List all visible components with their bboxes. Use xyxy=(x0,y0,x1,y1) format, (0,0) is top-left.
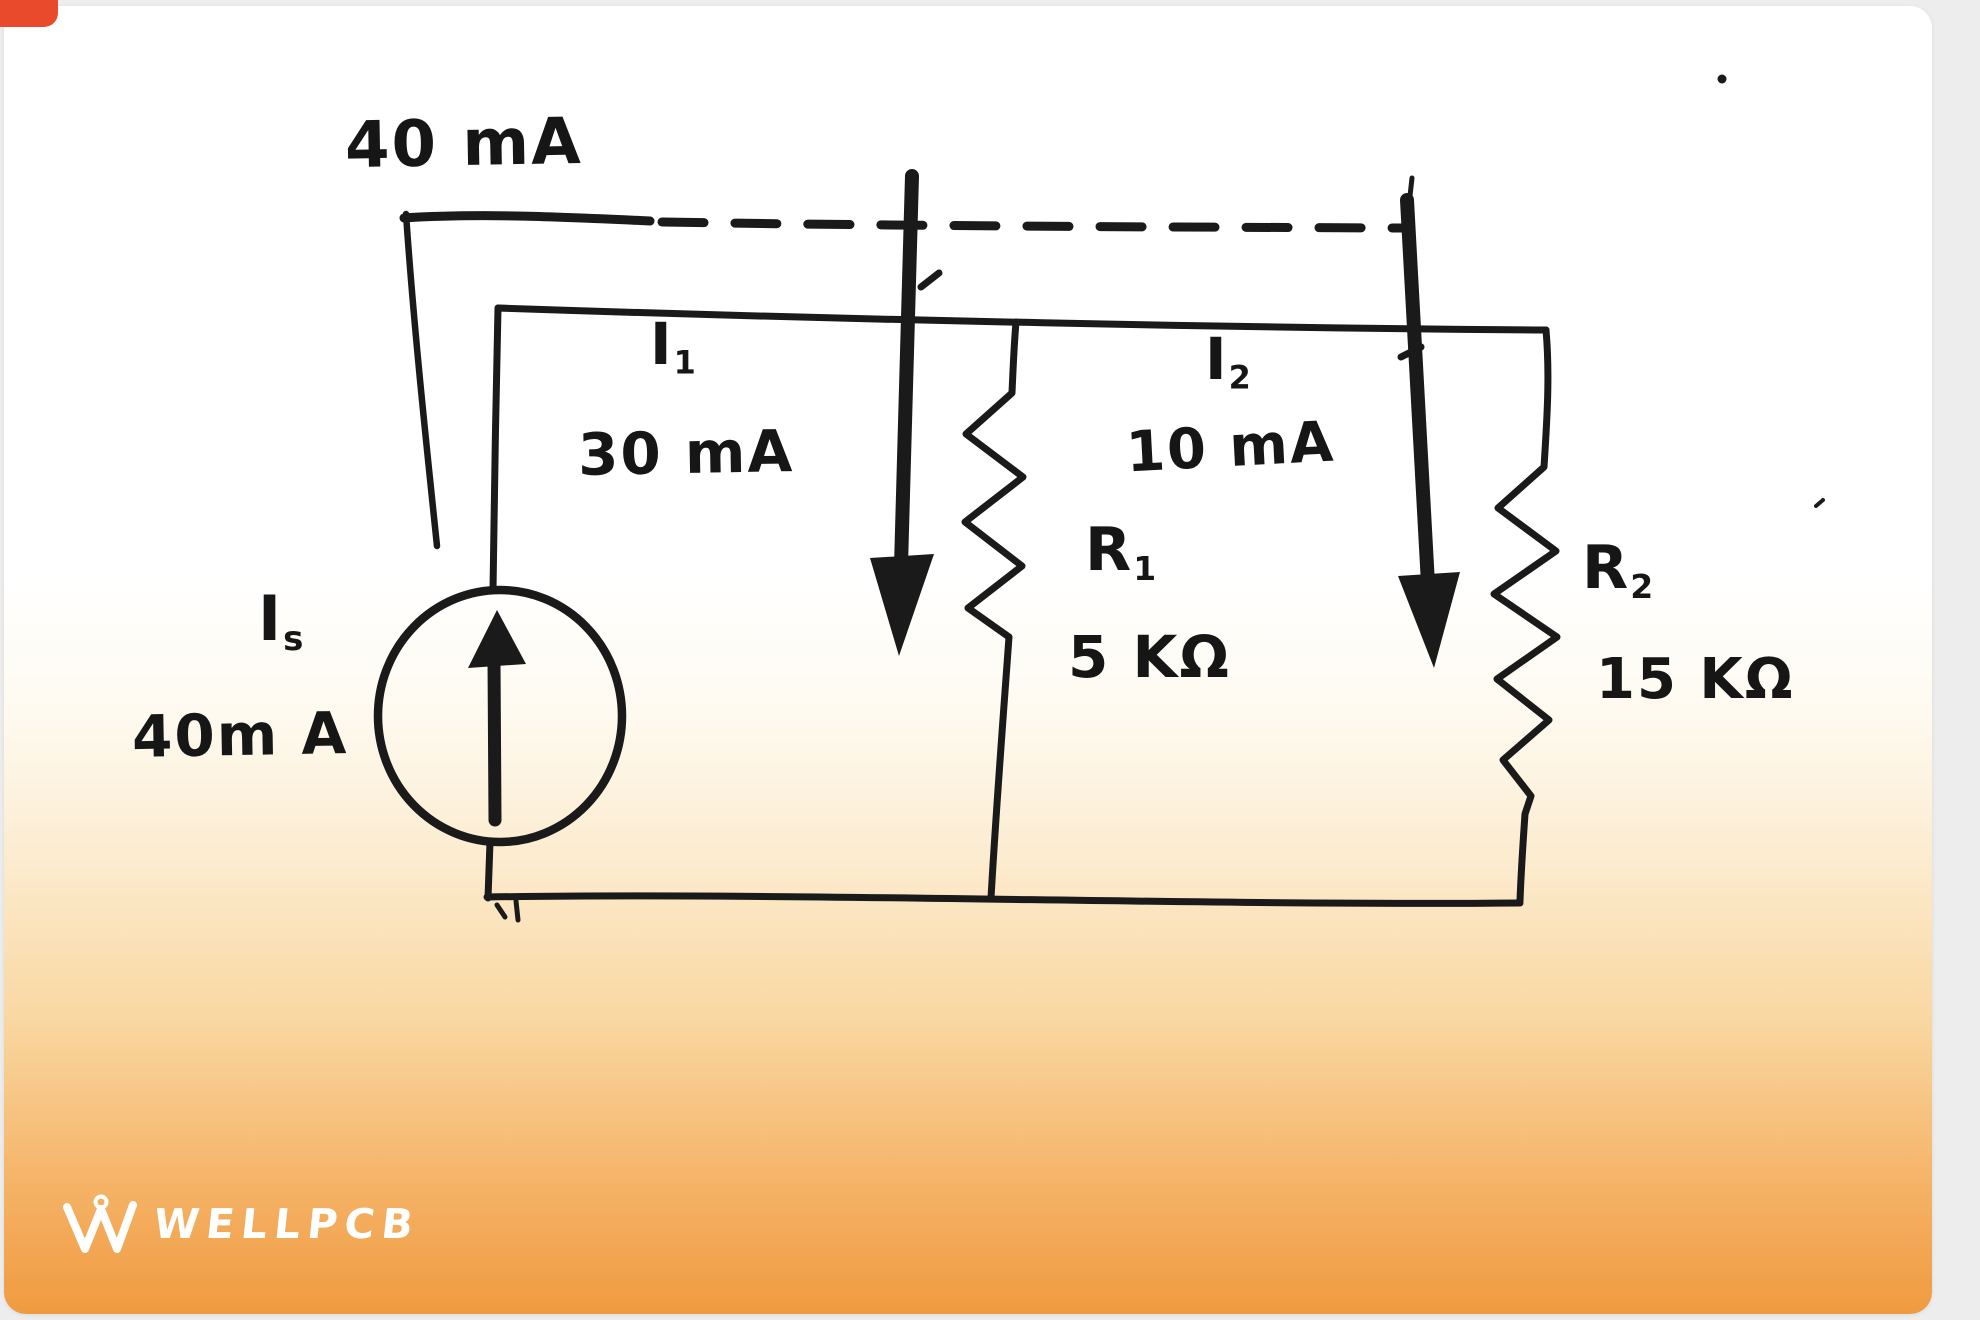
label-i1-value: 30 mA xyxy=(577,417,795,489)
label-r2-value: 15 KΩ xyxy=(1596,647,1795,712)
inner-left-wire xyxy=(489,304,502,594)
wellpcb-logo: WELLPCB xyxy=(60,1192,423,1256)
label-source-symbol: I xyxy=(258,582,284,655)
current-source-symbol xyxy=(373,585,627,902)
label-r1-value: 5 KΩ xyxy=(1068,623,1231,691)
source-arrow-up xyxy=(468,610,526,827)
bottom-wire xyxy=(483,892,1524,907)
top-wire xyxy=(399,210,655,550)
label-r2-subscript: 2 xyxy=(1630,566,1656,606)
label-r1: R1 xyxy=(1085,520,1158,585)
label-i1-symbol: I xyxy=(650,310,674,378)
stray-marks xyxy=(494,74,1825,923)
label-i2-subscript: 2 xyxy=(1228,358,1253,397)
label-r2-symbol: R xyxy=(1582,533,1631,603)
label-i2-symbol: I xyxy=(1205,325,1229,393)
label-source-value: 40m A xyxy=(131,699,349,771)
label-r1-symbol: R xyxy=(1085,515,1134,585)
label-i2: I2 xyxy=(1205,330,1253,394)
label-i1: I1 xyxy=(650,315,698,379)
current-arrow-i2 xyxy=(1398,175,1460,668)
label-source-subscript: s xyxy=(283,619,306,660)
outer-left-wire xyxy=(402,210,441,550)
resistor-r1 xyxy=(961,318,1027,902)
wellpcb-logo-text: WELLPCB xyxy=(151,1200,423,1248)
corner-accent xyxy=(0,0,58,27)
label-r1-subscript: 1 xyxy=(1133,548,1159,588)
label-source: Is xyxy=(258,588,306,660)
dashed-wire xyxy=(657,217,1409,233)
wellpcb-logo-icon xyxy=(63,1194,137,1253)
label-i2-value: 10 mA xyxy=(1124,409,1337,486)
resistor-r2 xyxy=(1490,326,1561,905)
label-i1-subscript: 1 xyxy=(673,343,698,382)
label-r2: R2 xyxy=(1582,538,1655,603)
current-arrow-i1 xyxy=(870,169,934,656)
label-top-current: 40 mA xyxy=(344,104,584,184)
